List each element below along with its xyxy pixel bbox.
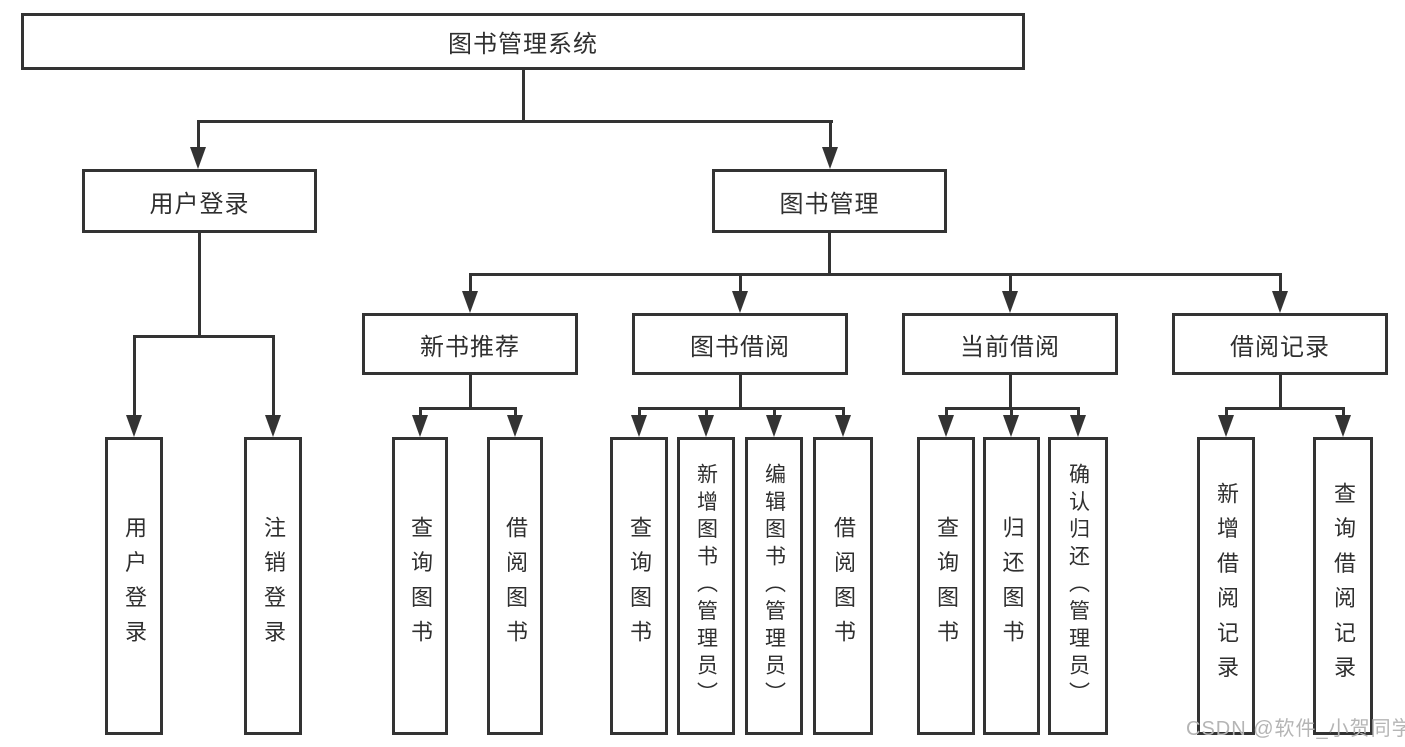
connector (1009, 273, 1012, 293)
node-library-system: 图书管理系统 (21, 13, 1025, 70)
leaf-borrow-books-borrowing: 借阅图书 (813, 437, 873, 735)
arrow-down-icon (1335, 415, 1351, 437)
node-current-borrowing: 当前借阅 (902, 313, 1118, 375)
csdn-watermark: CSDN @软件_小贺同学 (1186, 718, 1405, 740)
connector (1009, 375, 1012, 407)
arrow-down-icon (835, 415, 851, 437)
arrow-down-icon (732, 291, 748, 313)
leaf-add-borrow-record: 新增借阅记录 (1197, 437, 1255, 735)
connector (1342, 407, 1345, 419)
connector (514, 407, 517, 419)
arrow-down-icon (1070, 415, 1086, 437)
arrow-down-icon (1003, 415, 1019, 437)
leaf-query-books-recommend: 查询图书 (392, 437, 448, 735)
connector (198, 233, 201, 335)
connector (1010, 407, 1013, 419)
leaf-add-books-admin: 新增图书（管理员） (677, 437, 735, 735)
leaf-logout: 注销登录 (244, 437, 302, 735)
connector (945, 407, 948, 419)
connector (829, 120, 832, 150)
connector (739, 273, 742, 293)
leaf-confirm-return-admin: 确认归还（管理员） (1048, 437, 1108, 735)
connector (469, 375, 472, 407)
connector (419, 407, 422, 419)
connector (828, 233, 831, 273)
arrow-down-icon (698, 415, 714, 437)
arrow-down-icon (631, 415, 647, 437)
node-new-book-recommend: 新书推荐 (362, 313, 578, 375)
leaf-return-books: 归还图书 (983, 437, 1040, 735)
arrow-down-icon (766, 415, 782, 437)
connector (842, 407, 845, 419)
arrow-down-icon (822, 147, 838, 169)
node-book-borrowing: 图书借阅 (632, 313, 848, 375)
arrow-down-icon (938, 415, 954, 437)
connector (1279, 273, 1282, 293)
arrow-down-icon (412, 415, 428, 437)
connector (469, 273, 1282, 276)
connector (133, 335, 275, 338)
arrow-down-icon (1218, 415, 1234, 437)
connector (638, 407, 845, 410)
node-borrowing-records: 借阅记录 (1172, 313, 1388, 375)
connector (419, 407, 517, 410)
arrow-down-icon (462, 291, 478, 313)
leaf-query-books-current: 查询图书 (917, 437, 975, 735)
connector (1225, 407, 1228, 419)
leaf-user-login: 用户登录 (105, 437, 163, 735)
arrow-down-icon (507, 415, 523, 437)
connector (133, 335, 136, 417)
leaf-borrow-books-recommend: 借阅图书 (487, 437, 543, 735)
connector (1077, 407, 1080, 419)
connector (1225, 407, 1345, 410)
connector (1279, 375, 1282, 407)
connector (739, 375, 742, 407)
connector (197, 120, 833, 123)
arrow-down-icon (265, 415, 281, 437)
connector (272, 335, 275, 417)
leaf-edit-books-admin: 编辑图书（管理员） (745, 437, 803, 735)
connector (522, 70, 525, 120)
leaf-query-borrow-record: 查询借阅记录 (1313, 437, 1373, 735)
connector (773, 407, 776, 419)
arrow-down-icon (1272, 291, 1288, 313)
leaf-query-books-borrowing: 查询图书 (610, 437, 668, 735)
connector (638, 407, 641, 419)
connector (197, 120, 200, 150)
arrow-down-icon (190, 147, 206, 169)
node-user-login: 用户登录 (82, 169, 317, 233)
node-book-management: 图书管理 (712, 169, 947, 233)
connector (705, 407, 708, 419)
connector (469, 273, 472, 293)
arrow-down-icon (1002, 291, 1018, 313)
arrow-down-icon (126, 415, 142, 437)
